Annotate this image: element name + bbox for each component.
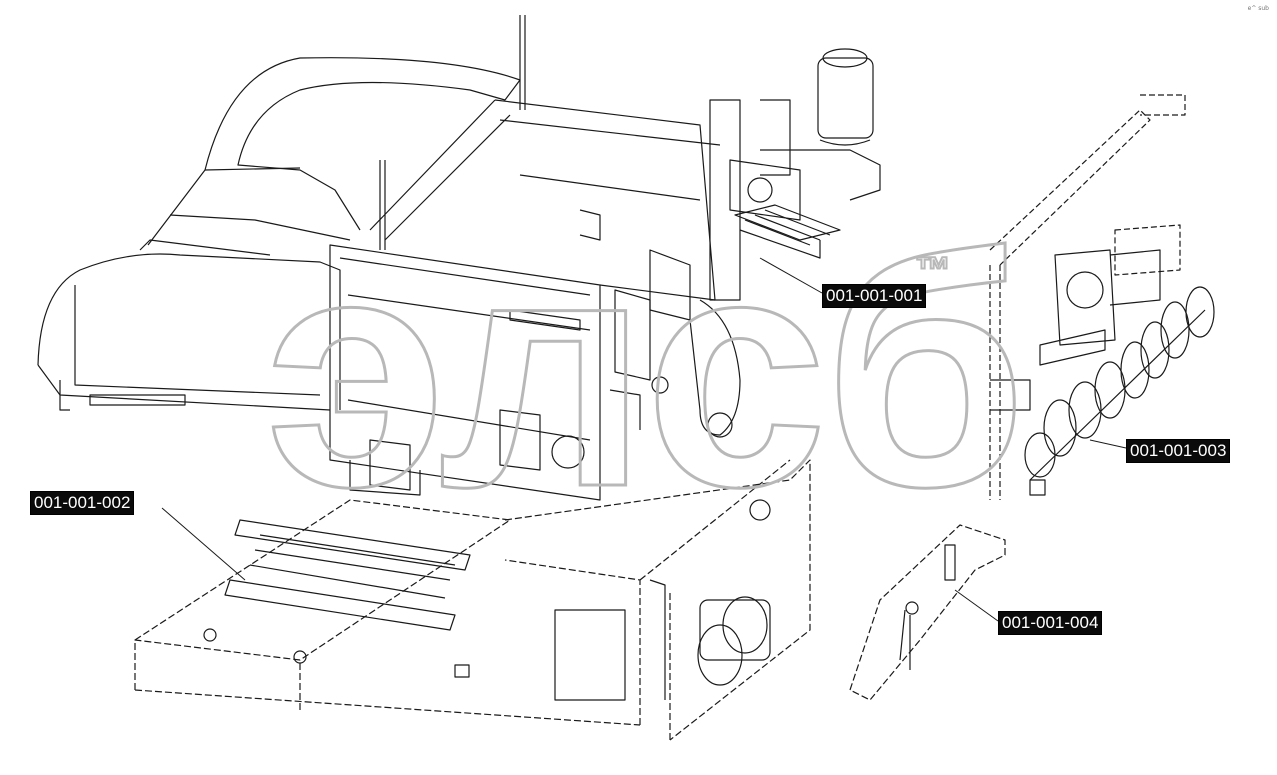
- leader-lines: [161, 257, 1127, 622]
- watermark: элсб ™: [264, 185, 1029, 557]
- corner-mark: e^ sub: [1247, 5, 1269, 12]
- auger-assembly-solid: [990, 249, 1215, 496]
- conveyor-frame-assembly: [134, 459, 811, 741]
- callout-001-001-001[interactable]: 001-001-001: [822, 284, 927, 308]
- watermark-text: элсб: [265, 186, 1027, 555]
- auger-assembly: [989, 94, 1186, 500]
- bracket-assembly: [849, 524, 1006, 701]
- bracket-solid: [899, 544, 956, 670]
- conveyor-solid-parts: [203, 499, 771, 701]
- callout-001-001-002[interactable]: 001-001-002: [30, 491, 135, 515]
- callout-001-001-003[interactable]: 001-001-003: [1126, 439, 1231, 463]
- watermark-trademark: ™: [915, 249, 951, 290]
- hopper-frame-assembly: [37, 15, 881, 501]
- callout-001-001-004[interactable]: 001-001-004: [998, 611, 1103, 635]
